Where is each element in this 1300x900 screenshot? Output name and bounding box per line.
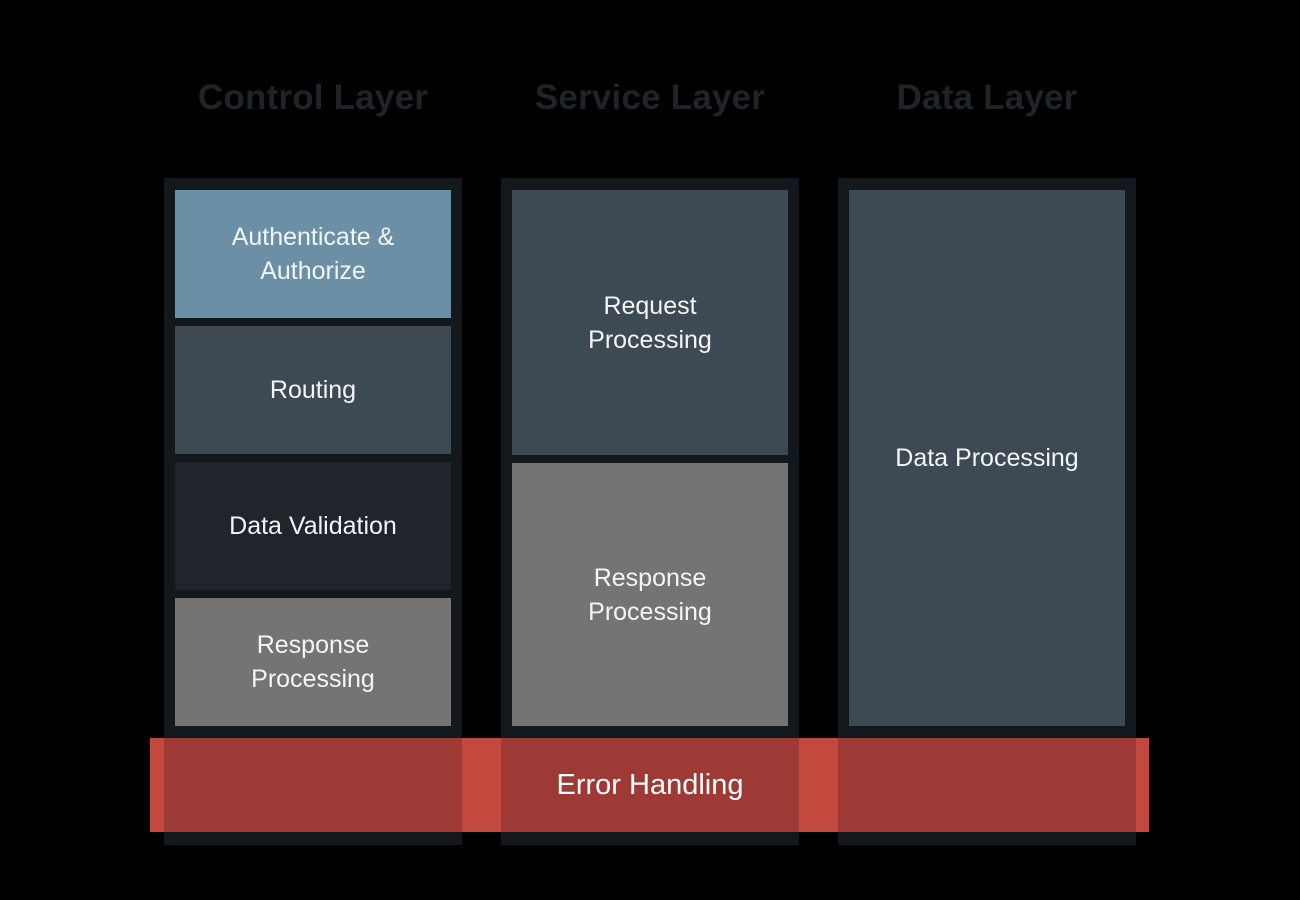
error-bar-segment-data (838, 738, 1136, 832)
box-authenticate-authorize: Authenticate & Authorize (175, 190, 451, 318)
control-layer-column: Authenticate & Authorize Routing Data Va… (164, 178, 462, 845)
box-data-processing: Data Processing (849, 190, 1125, 726)
service-layer-title: Service Layer (534, 78, 766, 117)
box-data-validation-label: Data Validation (229, 512, 397, 540)
error-handling-bar: Error Handling (150, 738, 1149, 832)
box-request-processing: Request Processing (512, 190, 788, 455)
service-layer-column: Request Processing Response Processing (501, 178, 799, 845)
box-response-processing-service: Response Processing (512, 463, 788, 726)
box-data-validation: Data Validation (175, 462, 451, 590)
box-data-processing-label: Data Processing (895, 444, 1079, 472)
box-response-processing-control: Response Processing (175, 598, 451, 726)
error-bar-segment-service: Error Handling (501, 738, 799, 832)
box-routing-label: Routing (269, 376, 357, 404)
box-routing: Routing (175, 326, 451, 454)
box-authenticate-authorize-label: Authenticate & Authorize (231, 223, 395, 285)
control-layer-title: Control Layer (197, 78, 429, 117)
box-response-processing-control-label: Response Processing (251, 631, 375, 693)
error-bar-segment-control (164, 738, 462, 832)
data-layer-title: Data Layer (896, 78, 1078, 117)
data-layer-column: Data Processing (838, 178, 1136, 845)
box-request-processing-label: Request Processing (588, 291, 712, 354)
error-handling-label: Error Handling (556, 769, 744, 801)
box-response-processing-service-label: Response Processing (588, 563, 712, 626)
